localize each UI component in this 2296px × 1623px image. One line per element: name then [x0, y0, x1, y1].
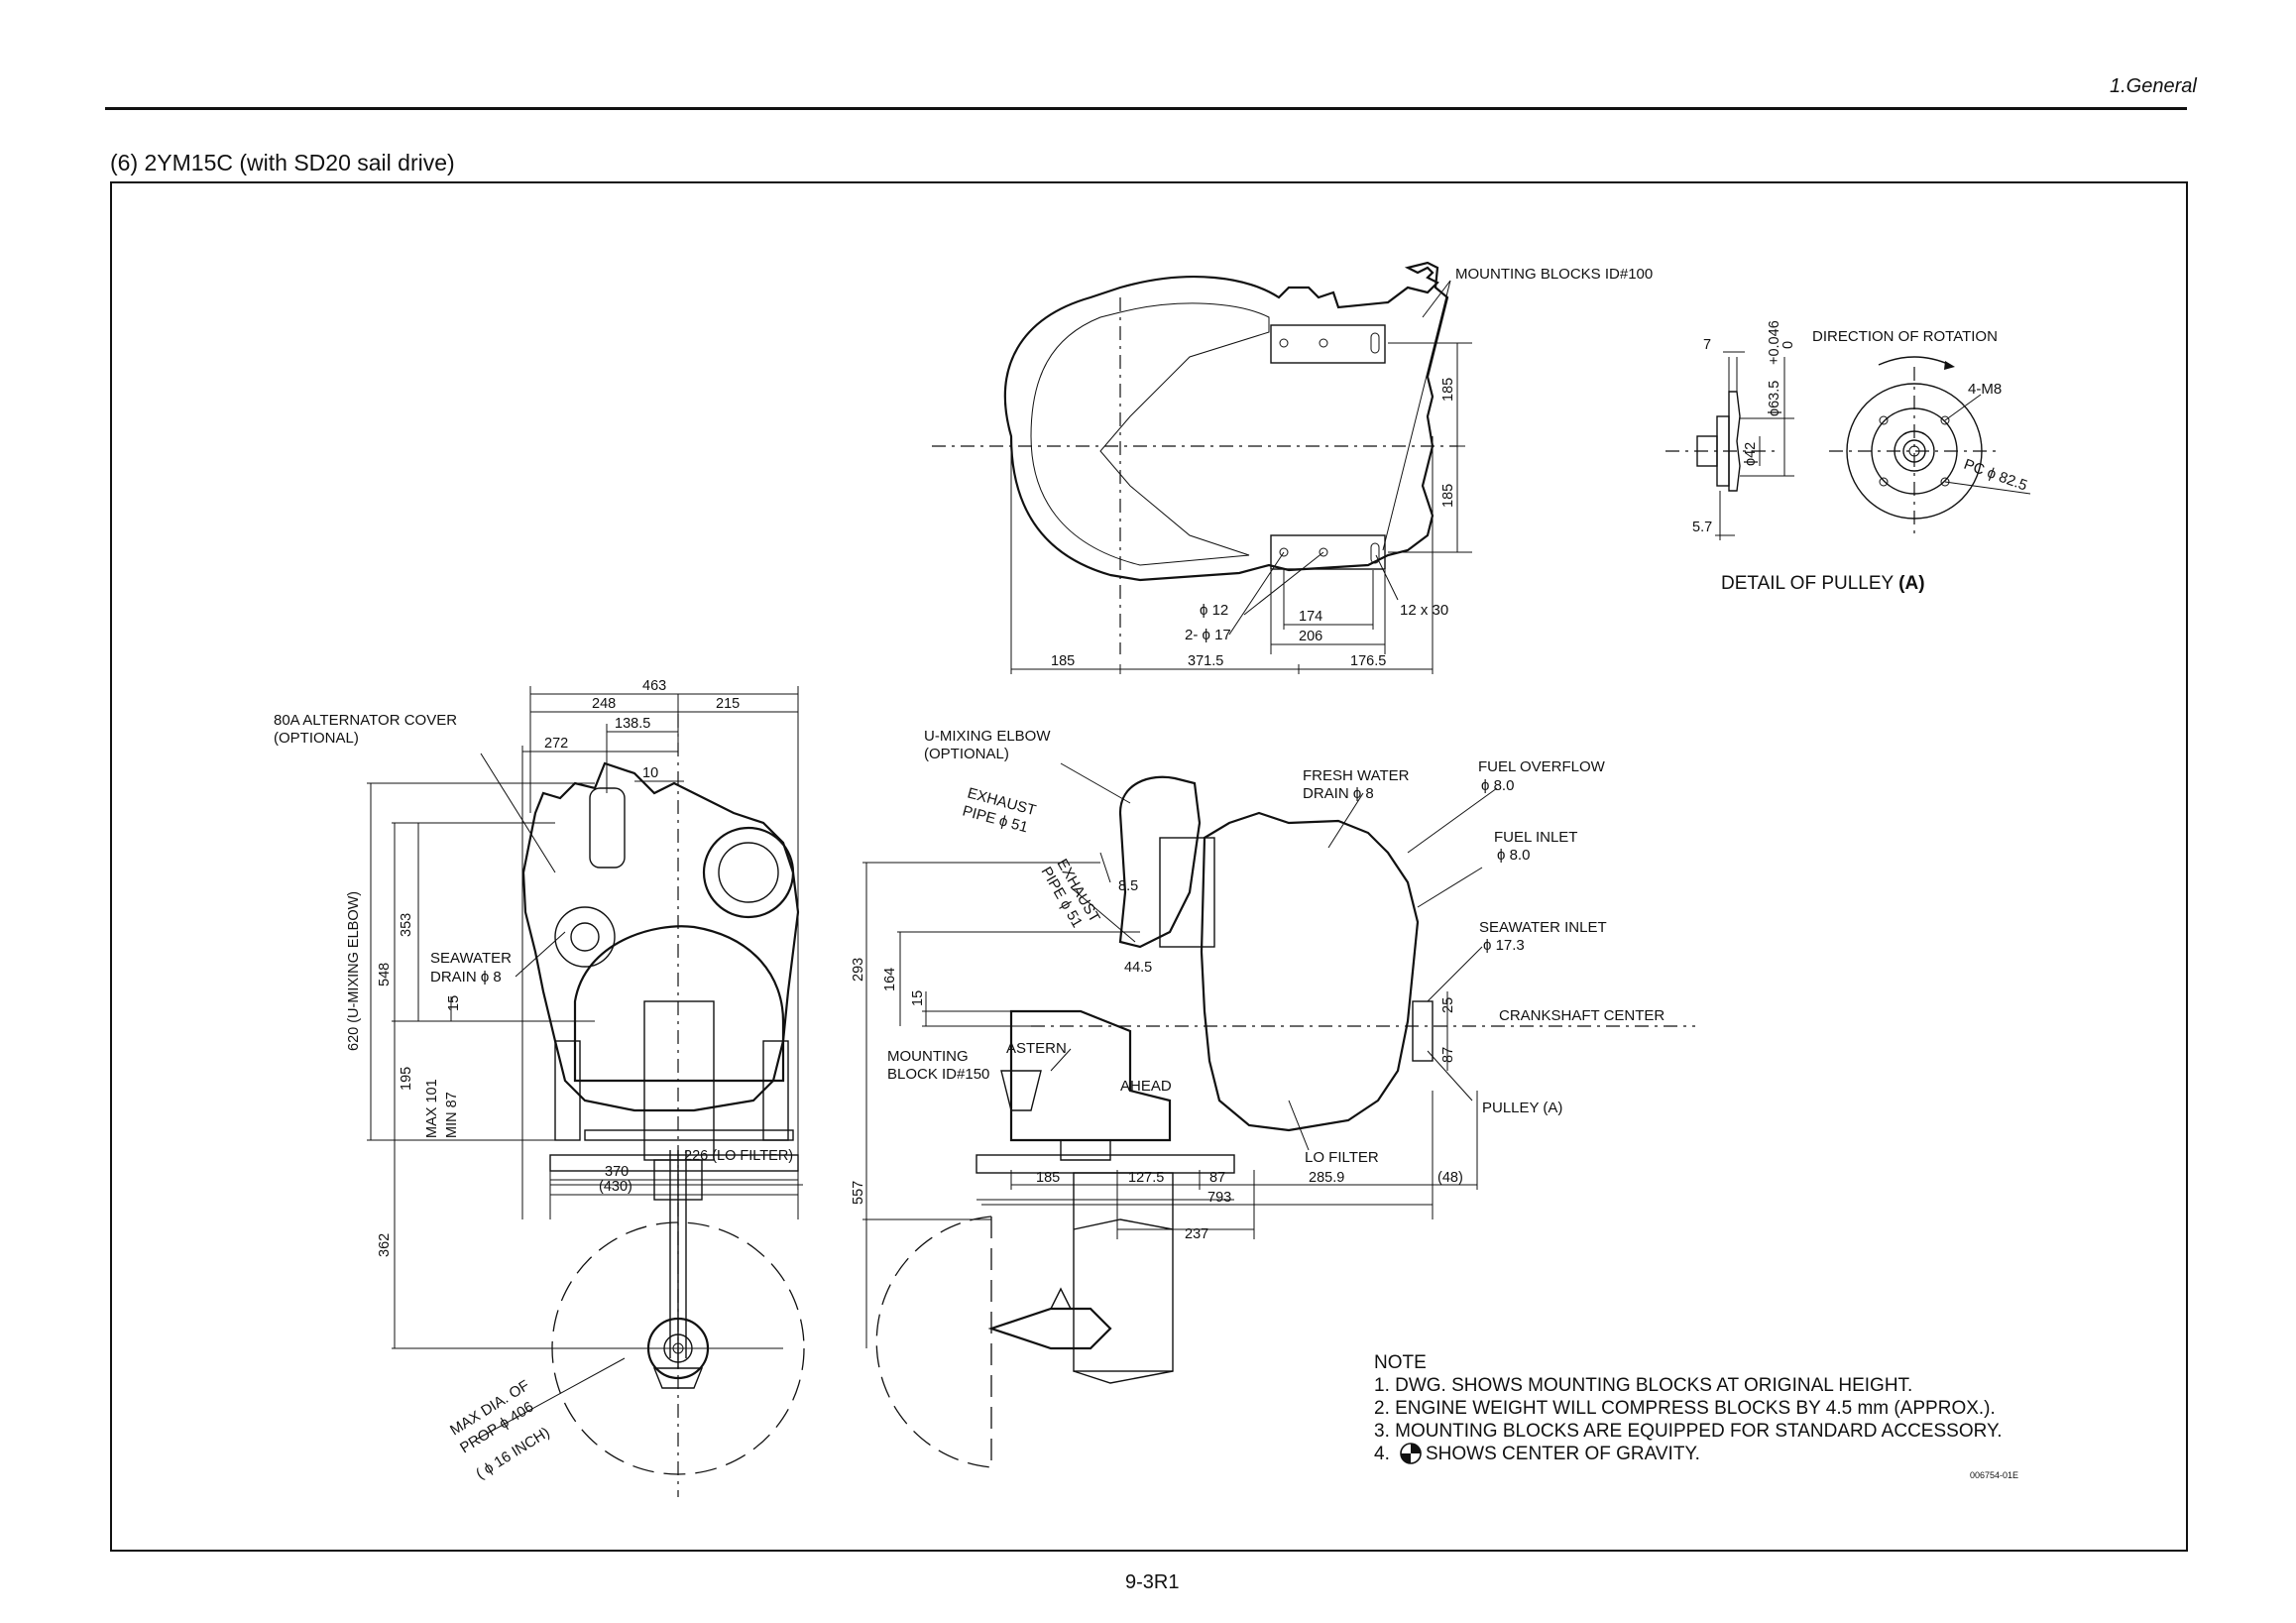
pulley-detail-caption: DETAIL OF PULLEY (A)	[1721, 573, 1925, 594]
dim-176-5: 176.5	[1350, 653, 1386, 669]
front-seawater-drain-line2: DRAIN ϕ 8	[430, 969, 502, 985]
pulley-dim-7: 7	[1703, 337, 1711, 353]
side-dim-793: 793	[1207, 1190, 1231, 1206]
hole-17-label: 2- ϕ 17	[1185, 627, 1231, 643]
notes-block: NOTE 1. DWG. SHOWS MOUNTING BLOCKS AT OR…	[1374, 1352, 2018, 1480]
drawing-frame	[110, 181, 2188, 1552]
front-dim-463: 463	[642, 678, 666, 694]
note-heading: NOTE	[1374, 1352, 1427, 1373]
note-4-text: SHOWS CENTER OF GRAVITY.	[1426, 1444, 1700, 1464]
pulley-tolerance-bottom: 0	[1780, 341, 1796, 349]
dim-174: 174	[1299, 609, 1322, 625]
dim-185-bottom: 185	[1051, 653, 1075, 669]
front-dim-353: 353	[399, 913, 414, 937]
front-dim-272: 272	[544, 736, 568, 752]
side-dim-164: 164	[882, 968, 898, 991]
mounting-block-line2: BLOCK ID#150	[887, 1066, 989, 1083]
side-dim-285-9: 285.9	[1309, 1170, 1344, 1186]
side-view	[862, 762, 1695, 1468]
fuel-overflow-line2: ϕ 8.0	[1481, 777, 1514, 794]
dim-185-a: 185	[1440, 378, 1456, 402]
direction-of-rotation-label: DIRECTION OF ROTATION	[1812, 328, 1998, 345]
lo-filter-label: LO FILTER	[1305, 1149, 1379, 1166]
fresh-water-line1: FRESH WATER	[1303, 767, 1410, 784]
pulley-dim-5-7: 5.7	[1692, 520, 1712, 535]
crankshaft-center-label: CRANKSHAFT CENTER	[1499, 1007, 1665, 1024]
fuel-overflow-line1: FUEL OVERFLOW	[1478, 758, 1606, 775]
side-dim-127-5: 127.5	[1128, 1170, 1164, 1186]
front-dim-138-5: 138.5	[615, 716, 650, 732]
pulley-front	[1829, 356, 2031, 535]
drawing-number: 006754-01E	[1970, 1470, 2018, 1480]
side-dim-48: (48)	[1437, 1170, 1463, 1186]
front-lo-filter-dim: 226 (LO FILTER)	[684, 1148, 793, 1164]
pulley-tolerance-top: +0.046	[1767, 320, 1782, 365]
front-dim-max101: MAX 101	[424, 1079, 440, 1138]
astern-label: ASTERN	[1006, 1040, 1067, 1057]
note-2: 2. ENGINE WEIGHT WILL COMPRESS BLOCKS BY…	[1374, 1398, 1996, 1419]
front-dim-548: 548	[377, 963, 393, 986]
front-dim-430: (430)	[599, 1179, 632, 1195]
dim-185-b: 185	[1440, 484, 1456, 508]
slot-label: 12 x 30	[1400, 602, 1448, 619]
side-dim-557: 557	[851, 1181, 866, 1205]
front-dim-min87: MIN 87	[444, 1092, 460, 1138]
side-dim-293: 293	[851, 958, 866, 982]
ahead-label: AHEAD	[1120, 1078, 1172, 1095]
note-4-prefix: 4.	[1374, 1444, 1390, 1464]
front-dim-248: 248	[592, 696, 616, 712]
fuel-inlet-line1: FUEL INLET	[1494, 829, 1577, 846]
page-number: 9-3R1	[1125, 1571, 1180, 1593]
front-seawater-drain-line1: SEAWATER	[430, 950, 512, 967]
front-dim-215: 215	[716, 696, 740, 712]
side-dim-87: 87	[1440, 1047, 1456, 1063]
top-view	[932, 261, 1472, 674]
figure-title: (6) 2YM15C (with SD20 sail drive)	[110, 150, 455, 175]
u-mixing-line2: (OPTIONAL)	[924, 746, 1009, 762]
pulley-dim-42: ϕ42	[1743, 442, 1759, 466]
front-dim-370: 370	[605, 1164, 629, 1180]
alternator-cover-line1: 80A ALTERNATOR COVER	[274, 712, 457, 729]
u-mixing-line1: U-MIXING ELBOW	[924, 728, 1051, 745]
side-dim-185: 185	[1036, 1170, 1060, 1186]
bolts-4-m8-label: 4-M8	[1968, 381, 2002, 398]
seawater-inlet-line2: ϕ 17.3	[1483, 937, 1525, 954]
pulley-dim-63-5: ϕ63.5	[1767, 381, 1782, 416]
side-dim-15: 15	[910, 990, 926, 1006]
front-dim-15: 15	[446, 995, 462, 1011]
side-dim-87-b: 87	[1209, 1170, 1225, 1186]
dim-371-5: 371.5	[1188, 653, 1223, 669]
side-dim-25: 25	[1440, 997, 1456, 1013]
dim-206: 206	[1299, 629, 1322, 644]
mounting-blocks-label: MOUNTING BLOCKS ID#100	[1455, 266, 1653, 283]
pulley-a-label: PULLEY (A)	[1482, 1100, 1562, 1116]
alternator-cover-line2: (OPTIONAL)	[274, 730, 359, 747]
note-1: 1. DWG. SHOWS MOUNTING BLOCKS AT ORIGINA…	[1374, 1375, 1912, 1396]
front-dim-195: 195	[399, 1067, 414, 1091]
mounting-block-line1: MOUNTING	[887, 1048, 969, 1065]
front-dim-620: 620 (U-MIXING ELBOW)	[346, 891, 362, 1051]
note-3: 3. MOUNTING BLOCKS ARE EQUIPPED FOR STAN…	[1374, 1421, 2002, 1442]
front-dim-362: 362	[377, 1233, 393, 1257]
hole-12-label: ϕ 12	[1200, 602, 1228, 619]
fresh-water-line2: DRAIN ϕ 8	[1303, 785, 1374, 802]
side-dim-44-5: 44.5	[1124, 960, 1152, 976]
header-rule	[105, 107, 2187, 110]
seawater-inlet-line1: SEAWATER INLET	[1479, 919, 1607, 936]
header-section: 1.General	[2110, 75, 2197, 97]
side-dim-237: 237	[1185, 1226, 1208, 1242]
center-of-gravity-icon	[1400, 1443, 1422, 1464]
front-view	[367, 686, 805, 1497]
pulley-side	[1665, 351, 1794, 540]
fuel-inlet-line2: ϕ 8.0	[1497, 847, 1530, 864]
side-dim-8-5: 8.5	[1118, 878, 1138, 894]
front-dim-10: 10	[642, 765, 658, 781]
